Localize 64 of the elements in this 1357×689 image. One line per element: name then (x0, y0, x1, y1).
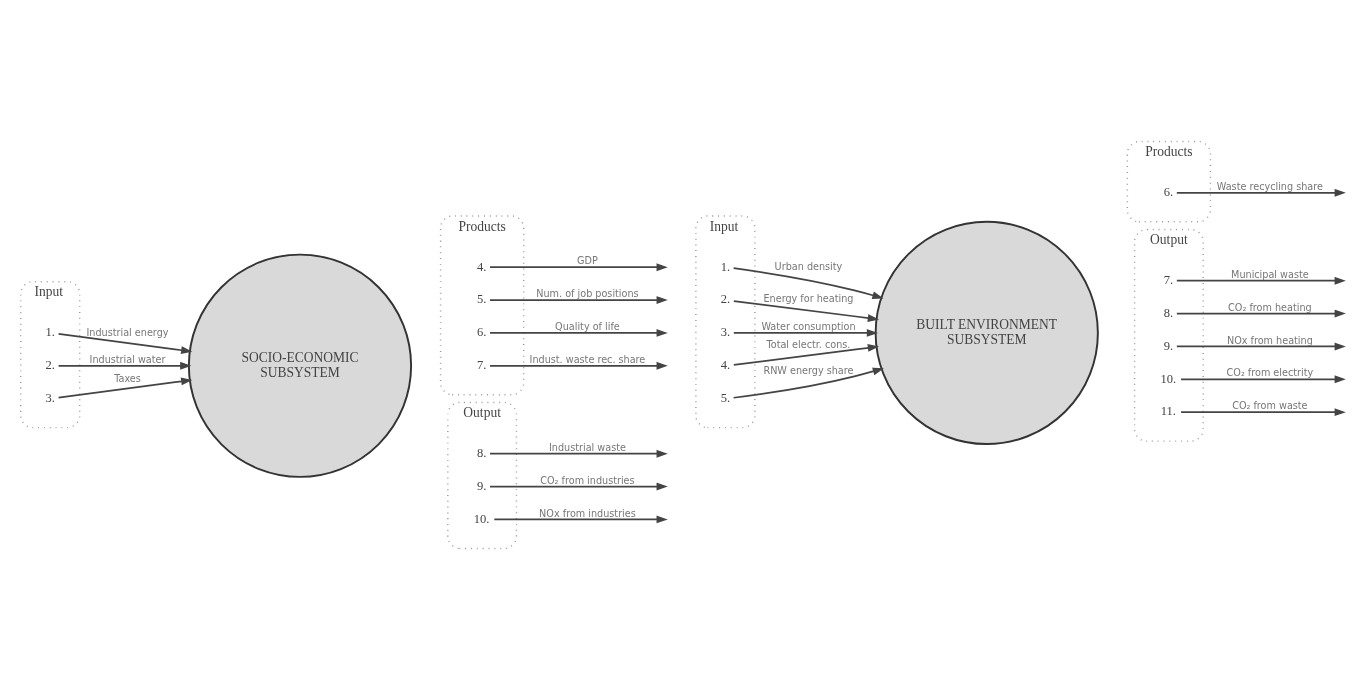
edge-label: RNW energy share (763, 364, 854, 376)
node-text: 5. (476, 291, 487, 306)
edge-label: Indust. waste rec. share (529, 353, 646, 365)
node-text: 6. (1163, 184, 1174, 199)
arrow (489, 449, 668, 458)
arrow (1176, 309, 1346, 318)
arrow (1176, 342, 1346, 350)
edge-label: Industrial water (89, 353, 166, 365)
node-text: 9. (1163, 338, 1174, 353)
node-text: 1. (45, 324, 55, 339)
node-text: 2. (720, 291, 731, 306)
arrow (57, 377, 193, 398)
node-text: 1. (720, 259, 731, 273)
edge-label: Industrial waste (548, 441, 626, 453)
arrow (1176, 276, 1346, 285)
node-text: 8. (1163, 305, 1174, 320)
node-text: 4. (476, 259, 487, 273)
node-text: 5. (720, 390, 731, 405)
arrow (732, 299, 880, 322)
node-text: 2. (45, 357, 55, 372)
edge-label: Num. of job positions (536, 287, 639, 299)
edge-label: Water consumption (761, 320, 856, 332)
edge-label: Total electr. cons. (766, 338, 851, 350)
arrow (489, 295, 668, 304)
node-text: 3. (720, 324, 731, 339)
arrow (732, 367, 884, 399)
arrow (57, 332, 193, 354)
edge-label: Energy for heating (763, 292, 854, 304)
arrow (1176, 188, 1346, 197)
arrow (489, 482, 668, 490)
edge-label: Urban density (774, 260, 843, 272)
edge-label: Taxes (114, 372, 141, 384)
edge-label: CO₂ from heating (1228, 301, 1312, 313)
node-text: 9. (476, 478, 487, 493)
arrow (489, 361, 668, 370)
arrow (1180, 374, 1346, 383)
arrow (489, 262, 668, 271)
arrow (732, 328, 879, 337)
arrow (57, 361, 192, 370)
arrow (732, 266, 884, 299)
node-text: 4. (720, 357, 731, 372)
node-text: 10. (1160, 371, 1177, 386)
node-text: 10. (473, 511, 490, 526)
node-circle: SOCIO-ECONOMIC SUBSYSTEM (187, 253, 413, 478)
arrow (493, 515, 668, 523)
node-text: 8. (476, 445, 487, 460)
edge-label: NOx from industries (539, 507, 636, 519)
arrow (1180, 407, 1346, 416)
edge-label: Municipal waste (1231, 268, 1309, 280)
edge-label: CO₂ from electrity (1226, 366, 1314, 378)
edge-label: CO₂ from waste (1232, 399, 1308, 411)
node-text: 6. (476, 324, 487, 339)
node-text: 7. (476, 357, 487, 372)
node-text: 11. (1160, 403, 1177, 418)
edge-label: Industrial energy (86, 326, 169, 338)
node-text: 3. (45, 390, 55, 405)
edge-label: CO₂ from industries (540, 474, 635, 486)
arrow (489, 328, 668, 337)
edge-label: NOx from heating (1226, 334, 1313, 346)
node-text: 7. (1163, 272, 1174, 287)
edge-label: Waste recycling share (1216, 180, 1323, 192)
arrow (732, 343, 880, 366)
edge-label: GDP (577, 254, 598, 266)
edge-label: Quality of life (555, 320, 620, 332)
